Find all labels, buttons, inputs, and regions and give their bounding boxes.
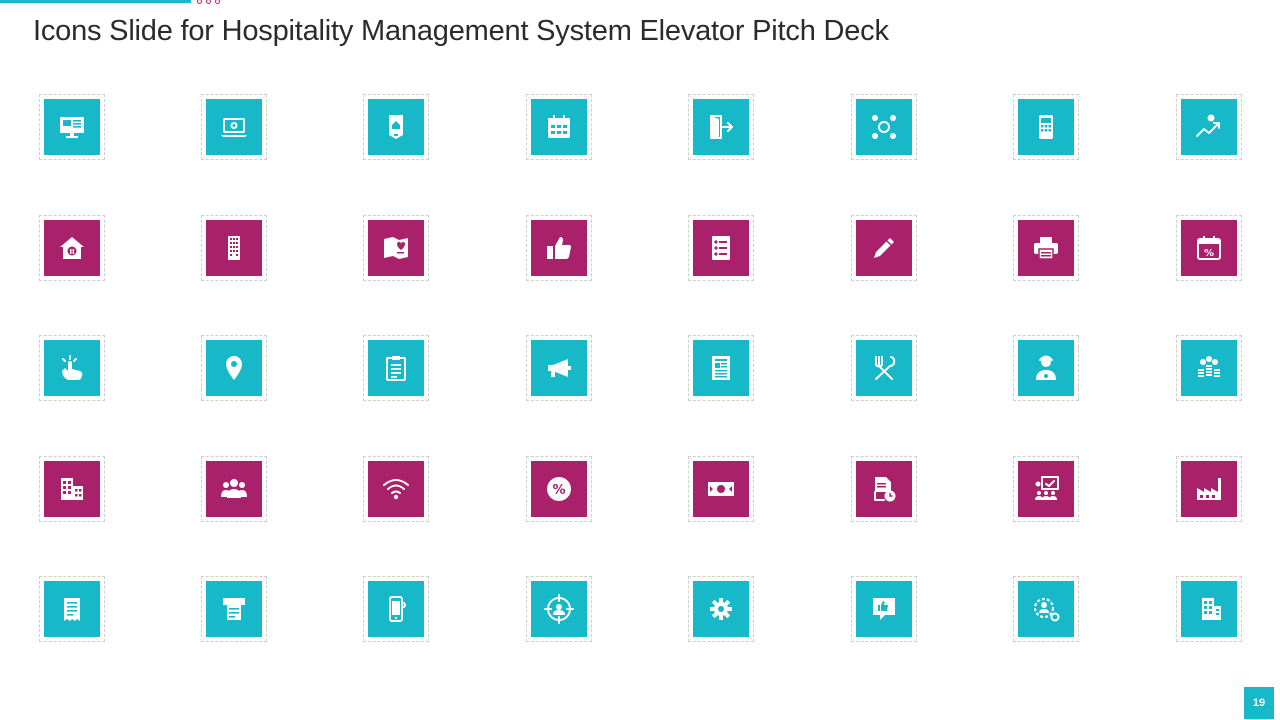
monitor-icon bbox=[44, 99, 100, 155]
hotel-key-tag-icon bbox=[368, 99, 424, 155]
icon-tile bbox=[363, 94, 429, 160]
icon-tile bbox=[1176, 94, 1242, 160]
icon-tile bbox=[1176, 335, 1242, 401]
mobile-phone-icon bbox=[368, 581, 424, 637]
megaphone-icon bbox=[531, 340, 587, 396]
cash-register-icon bbox=[206, 581, 262, 637]
icon-tile bbox=[201, 576, 267, 642]
icon-tile bbox=[1013, 456, 1079, 522]
icon-tile bbox=[363, 335, 429, 401]
document-icon bbox=[693, 340, 749, 396]
thumbs-up-icon bbox=[531, 220, 587, 276]
settings-person-icon bbox=[1018, 581, 1074, 637]
icon-tile bbox=[688, 456, 754, 522]
icon-tile bbox=[851, 335, 917, 401]
top-accent-line bbox=[0, 0, 191, 3]
payment-terminal-icon bbox=[1018, 99, 1074, 155]
icon-tile bbox=[39, 456, 105, 522]
receipt-icon bbox=[44, 581, 100, 637]
printer-icon bbox=[1018, 220, 1074, 276]
icon-tile: % bbox=[1176, 215, 1242, 281]
icon-tile bbox=[39, 215, 105, 281]
gear-icon bbox=[693, 581, 749, 637]
icon-tile bbox=[363, 215, 429, 281]
checklist-icon bbox=[693, 220, 749, 276]
icon-tile bbox=[201, 94, 267, 160]
icon-tile bbox=[39, 576, 105, 642]
icon-tile bbox=[688, 94, 754, 160]
icon-tile bbox=[688, 215, 754, 281]
presentation-board-icon bbox=[1018, 461, 1074, 517]
coins-icon bbox=[1181, 340, 1237, 396]
banknote-icon bbox=[693, 461, 749, 517]
icon-tile bbox=[526, 215, 592, 281]
icon-tile bbox=[1176, 456, 1242, 522]
network-nodes-icon bbox=[856, 99, 912, 155]
icon-tile bbox=[39, 94, 105, 160]
icon-tile bbox=[201, 456, 267, 522]
icon-tile bbox=[851, 576, 917, 642]
growth-person-icon bbox=[1181, 99, 1237, 155]
svg-text:%: % bbox=[552, 483, 565, 498]
city-building-icon bbox=[1181, 581, 1237, 637]
team-group-icon bbox=[206, 461, 262, 517]
decorative-dots bbox=[197, 0, 220, 4]
receptionist-icon bbox=[1018, 340, 1074, 396]
icon-tile bbox=[688, 576, 754, 642]
target-person-icon bbox=[531, 581, 587, 637]
icon-tile bbox=[1176, 576, 1242, 642]
icon-tile bbox=[688, 335, 754, 401]
slide-title: Icons Slide for Hospitality Management S… bbox=[33, 15, 889, 47]
clipboard-icon bbox=[368, 340, 424, 396]
fork-spoon-icon bbox=[856, 340, 912, 396]
page-number: 19 bbox=[1244, 687, 1274, 719]
pencil-icon bbox=[856, 220, 912, 276]
icon-tile: % bbox=[526, 456, 592, 522]
icon-tile bbox=[526, 94, 592, 160]
home-icon bbox=[44, 220, 100, 276]
wifi-icon bbox=[368, 461, 424, 517]
percent-badge-icon: % bbox=[531, 461, 587, 517]
building-tower-icon bbox=[206, 220, 262, 276]
feedback-bubble-icon bbox=[856, 581, 912, 637]
svg-text:%: % bbox=[1204, 248, 1214, 259]
icon-tile bbox=[363, 456, 429, 522]
icon-tile bbox=[851, 215, 917, 281]
discount-calendar-icon: % bbox=[1181, 220, 1237, 276]
icon-tile bbox=[526, 576, 592, 642]
office-buildings-icon bbox=[44, 461, 100, 517]
icon-tile bbox=[201, 215, 267, 281]
calendar-icon bbox=[531, 99, 587, 155]
icon-tile bbox=[1013, 94, 1079, 160]
icon-tile bbox=[1013, 215, 1079, 281]
icon-tile bbox=[851, 94, 917, 160]
factory-icon bbox=[1181, 461, 1237, 517]
icon-tile bbox=[201, 335, 267, 401]
open-book-icon bbox=[368, 220, 424, 276]
document-clock-icon bbox=[856, 461, 912, 517]
icon-tile bbox=[526, 335, 592, 401]
icon-tile bbox=[851, 456, 917, 522]
icon-tile bbox=[1013, 335, 1079, 401]
icon-tile bbox=[1013, 576, 1079, 642]
location-pin-icon bbox=[206, 340, 262, 396]
icon-tile bbox=[39, 335, 105, 401]
laptop-settings-icon bbox=[206, 99, 262, 155]
exit-door-icon bbox=[693, 99, 749, 155]
icon-tile bbox=[363, 576, 429, 642]
tap-gesture-icon bbox=[44, 340, 100, 396]
